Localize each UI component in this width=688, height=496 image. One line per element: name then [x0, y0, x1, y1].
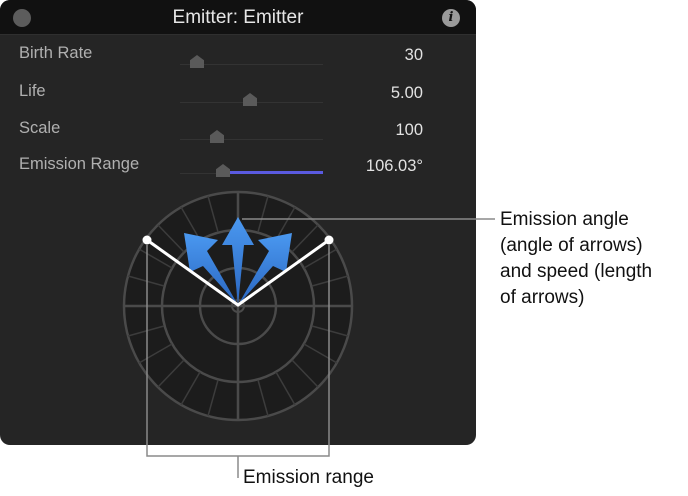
param-label: Birth Rate: [19, 44, 93, 62]
annotation-line: and speed (length: [500, 261, 653, 282]
param-label: Life: [19, 82, 46, 100]
param-value[interactable]: 30: [404, 46, 423, 64]
slider-thumb[interactable]: [190, 55, 204, 68]
arrow-up-icon: [222, 217, 254, 305]
annotation-line: of arrows): [500, 287, 585, 308]
slider-fill: [228, 171, 323, 174]
emission-angle-annotation: Emission angle (angle of arrows) and spe…: [500, 207, 652, 311]
annotation-line: (angle of arrows): [500, 235, 643, 256]
range-handle-left: [142, 235, 152, 245]
scale-slider[interactable]: [180, 139, 323, 140]
panel-title: Emitter: Emitter: [172, 7, 304, 28]
slider-thumb[interactable]: [210, 130, 224, 143]
arrow-left-icon: [184, 233, 238, 305]
emission-range-annotation: Emission range: [243, 467, 374, 488]
info-icon[interactable]: i: [442, 9, 460, 27]
circle-close-icon[interactable]: [13, 9, 31, 27]
param-value[interactable]: 100: [395, 121, 423, 139]
range-handle-right: [324, 235, 334, 245]
slider-thumb[interactable]: [243, 93, 257, 106]
param-row-life: Life 5.00: [0, 82, 476, 112]
param-row-emission-range: Emission Range 106.03°: [0, 155, 476, 185]
param-label: Emission Range: [19, 155, 140, 173]
param-row-scale: Scale 100: [0, 119, 476, 149]
arrow-right-icon: [238, 233, 292, 305]
annotation-line: Emission angle: [500, 209, 629, 230]
param-row-birth-rate: Birth Rate 30: [0, 44, 476, 74]
param-label: Scale: [19, 119, 61, 137]
slider-thumb[interactable]: [216, 164, 230, 177]
param-value[interactable]: 5.00: [390, 84, 423, 102]
emission-range-lines[interactable]: [142, 235, 334, 307]
birth-rate-slider[interactable]: [180, 64, 323, 65]
callout-lines: [146, 218, 495, 478]
emission-arrows[interactable]: [184, 217, 292, 305]
param-value[interactable]: 106.03°: [365, 157, 423, 175]
title-bar: Emitter: Emitter i: [0, 0, 476, 35]
